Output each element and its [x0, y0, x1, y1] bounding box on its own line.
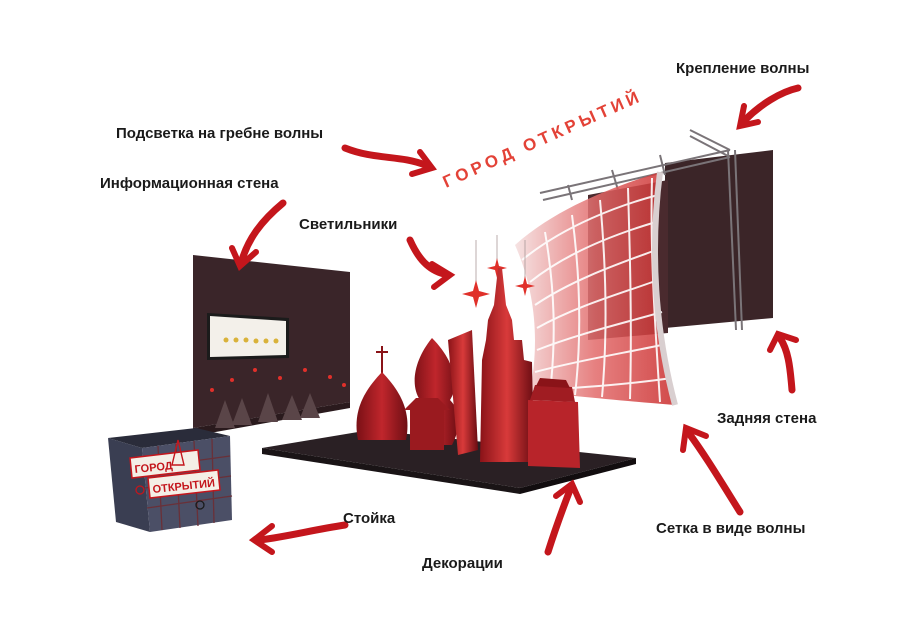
bicycle-icon — [195, 500, 205, 510]
stand: ГОРОД ОТКРЫТИЙ — [108, 428, 233, 532]
label-stand: Стойка — [343, 510, 396, 527]
floor-platform — [262, 430, 636, 494]
wave-mount-truss — [539, 129, 743, 331]
arrow-icon — [248, 521, 349, 555]
eye-icon — [135, 485, 145, 495]
arrow-icon — [767, 330, 799, 394]
arrow-icon — [544, 479, 583, 556]
arrow-icon — [229, 199, 287, 271]
tower-icon — [171, 439, 185, 466]
stand-sign: ГОРОД ОТКРЫТИЙ — [129, 439, 221, 510]
info-screen — [207, 313, 289, 360]
pagoda-decoration — [404, 398, 450, 450]
arrow-icon — [680, 423, 744, 516]
tree-silhouettes — [215, 393, 320, 428]
label-information-wall: Информационная стена — [100, 175, 279, 192]
information-wall — [193, 255, 350, 436]
label-lamps: Светильники — [299, 216, 398, 233]
lamps — [462, 235, 535, 308]
arrow-icon — [406, 236, 456, 290]
stand-sign-line1: ГОРОД — [134, 460, 173, 476]
label-wave-mount: Крепление волны — [676, 60, 810, 77]
callout-arrows — [229, 84, 802, 556]
stalinist-tower-decoration — [480, 268, 534, 462]
label-wave-crest-light: Подсветка на гребне волны — [116, 125, 324, 142]
label-decorations: Декорации — [422, 555, 503, 572]
skyscraper-tower-decoration — [448, 330, 478, 455]
label-back-wall: Задняя стена — [717, 410, 817, 427]
lamp-star-icon — [487, 258, 507, 278]
dome-decoration — [356, 346, 408, 440]
wave-grid — [515, 171, 678, 406]
label-wave-grid: Сетка в виде волны — [656, 520, 806, 537]
arrow-icon — [736, 84, 802, 130]
monument-decoration — [528, 378, 580, 468]
arrow-icon — [341, 144, 437, 177]
decorations — [356, 268, 580, 468]
lamp-star-icon — [462, 280, 490, 308]
lamp-star-icon — [515, 276, 535, 296]
